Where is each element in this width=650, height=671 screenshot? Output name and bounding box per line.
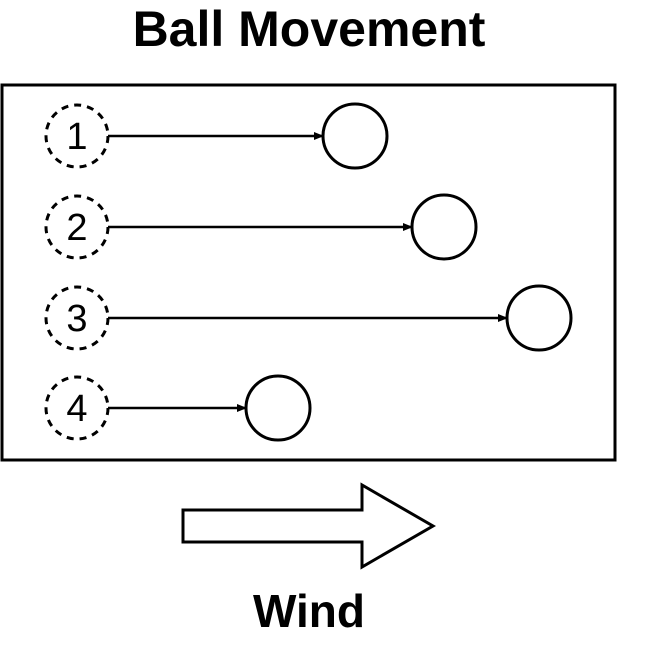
end-position-4 (244, 374, 312, 442)
end-position-3 (505, 284, 573, 352)
end-position-1 (321, 102, 389, 170)
diagram-title: Ball Movement (133, 1, 486, 57)
ball-row-2: 2 (44, 193, 478, 261)
ball-label-1: 1 (66, 116, 87, 158)
wind-arrow-icon (181, 482, 436, 570)
ball-row-3: 3 (44, 284, 573, 352)
ball-row-4: 4 (44, 374, 312, 442)
ball-label-3: 3 (66, 298, 87, 340)
movement-box (0, 83, 617, 462)
end-position-2 (410, 193, 478, 261)
wind-label: Wind (253, 585, 365, 637)
ball-row-1: 1 (44, 102, 389, 170)
ball-label-2: 2 (66, 207, 87, 249)
ball-label-4: 4 (66, 388, 87, 430)
